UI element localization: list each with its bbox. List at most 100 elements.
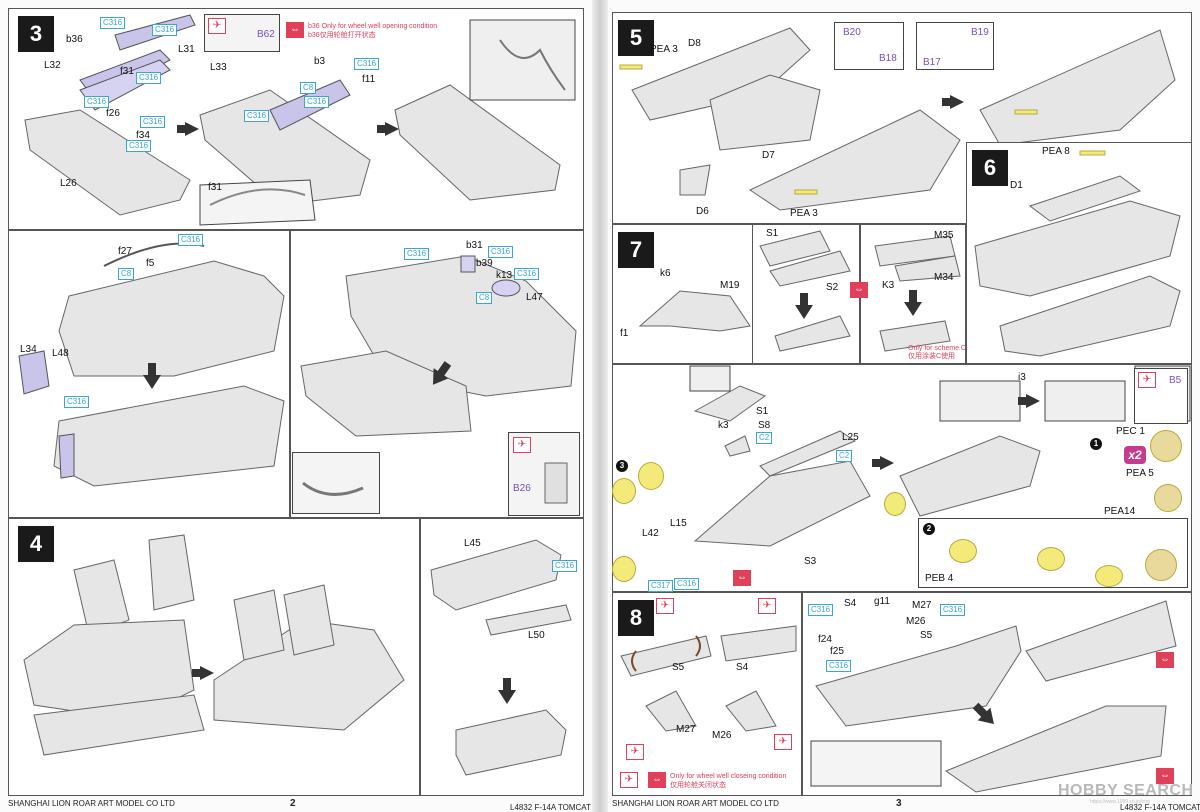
step3-assembly-drawing xyxy=(24,14,576,226)
paint-callout: C316 xyxy=(126,140,152,152)
part-s5: S5 xyxy=(672,662,685,673)
note-cn: b36仅用轮舱打开状态 xyxy=(308,32,376,39)
b26-inset: ✈ B26 xyxy=(508,432,580,516)
part-l42: L42 xyxy=(642,528,659,539)
part-peb4: PEB 4 xyxy=(925,573,954,584)
alternate-icon: ⇔ xyxy=(286,22,304,38)
part-l45: L45 xyxy=(464,538,481,549)
part-s8: S8 xyxy=(758,420,771,431)
flow-arrow xyxy=(942,95,964,109)
b20-inset: B20 B18 xyxy=(834,22,904,70)
step8-drawing xyxy=(620,625,797,732)
part-l34: L34 xyxy=(20,344,37,355)
part-f34: f34 xyxy=(136,130,150,141)
paint-callout: C316 xyxy=(354,58,380,70)
paint-callout: C316 xyxy=(84,96,110,108)
paint-callout: C2 xyxy=(756,432,773,444)
flow-arrow xyxy=(1018,394,1040,408)
paint-callout: C8 xyxy=(476,292,493,304)
part-d7: D7 xyxy=(762,150,775,161)
pe-disc xyxy=(1037,547,1065,571)
part-k3: K3 xyxy=(882,280,895,291)
pe-disc xyxy=(949,539,977,563)
part-l48: L48 xyxy=(52,348,69,359)
paint-callout: C316 xyxy=(488,246,514,258)
pe-disc xyxy=(1154,484,1182,512)
part-f27: f27 xyxy=(118,246,132,257)
paint-callout: C316 xyxy=(826,660,852,672)
paint-callout: C316 xyxy=(136,72,162,84)
page-number: 2 xyxy=(290,798,296,809)
footer-company: SHANGHAI LION ROAR ART MODEL CO LTD xyxy=(8,799,175,808)
footer-company: SHANGHAI LION ROAR ART MODEL CO LTD xyxy=(612,799,779,808)
part-l31: L31 xyxy=(178,44,195,55)
alternate-icon: ⇔ xyxy=(648,772,666,788)
part-pea8: PEA 8 xyxy=(1042,146,1070,157)
part-m19: M19 xyxy=(720,280,740,291)
part-b31: b31 xyxy=(466,240,483,251)
flow-arrow xyxy=(192,666,214,680)
step4b-drawing xyxy=(430,539,572,776)
page-gutter xyxy=(592,0,608,812)
part-f1: f1 xyxy=(620,328,629,339)
note-en: b36 Only for wheel well opening conditio… xyxy=(308,23,438,30)
step8b-drawing xyxy=(810,600,1177,793)
paint-callout: C316 xyxy=(514,268,540,280)
step-number: 5 xyxy=(618,20,654,56)
step-number: 7 xyxy=(618,232,654,268)
paint-callout: C316 xyxy=(808,604,834,616)
part-s5b: S5 xyxy=(920,630,933,641)
step4-drawing xyxy=(23,534,405,756)
step6-drawing xyxy=(974,150,1181,357)
part-l32: L32 xyxy=(44,60,61,71)
step3b-drawing xyxy=(18,242,285,487)
flow-arrow xyxy=(872,456,894,470)
part-m26: M26 xyxy=(712,730,732,741)
paint-callout: C316 xyxy=(140,116,166,128)
decal-icon: ✈ xyxy=(774,734,792,750)
watermark-url: https://www.1999.co.jp/eng xyxy=(1090,799,1150,805)
footer-code: L4832 F-14A TOMCAT xyxy=(510,803,591,812)
part-k13: k13 xyxy=(496,270,513,281)
part-g11: g11 xyxy=(874,596,890,607)
part-m27: M27 xyxy=(676,724,696,735)
paint-callout: C316 xyxy=(178,234,204,246)
part-b3: b3 xyxy=(314,56,326,67)
clear-part-disc xyxy=(884,492,906,516)
pe-disc xyxy=(1095,565,1123,587)
quantity-badge: x2 xyxy=(1124,446,1146,464)
decal-icon: ✈ xyxy=(208,18,226,34)
decal-icon: ✈ xyxy=(513,437,531,453)
step-number: 3 xyxy=(18,16,54,52)
footer-code: L4832 F-14A TOMCAT xyxy=(1120,803,1200,812)
b19-inset: B19 B17 xyxy=(916,22,994,70)
paint-callout: C2 xyxy=(836,450,853,462)
part-b20: B20 xyxy=(843,27,861,38)
part-b19: B19 xyxy=(971,27,989,38)
part-l33: L33 xyxy=(210,62,227,73)
paint-callout: C316 xyxy=(152,24,178,36)
flow-arrow xyxy=(904,290,922,316)
part-f31: f31 xyxy=(120,66,134,77)
substep-3-circle: 3 xyxy=(616,460,628,472)
paint-callout: C316 xyxy=(940,604,966,616)
step5-drawing xyxy=(619,27,1176,211)
paint-callout: C316 xyxy=(304,96,330,108)
step3c-drawing xyxy=(300,255,577,437)
paint-callout: C316 xyxy=(674,578,700,590)
decal-icon: ✈ xyxy=(626,744,644,760)
part-m34: M34 xyxy=(934,272,954,283)
part-f11: f11 xyxy=(362,74,376,85)
clear-part-disc xyxy=(638,462,664,490)
part-pec1: PEC 1 xyxy=(1116,426,1145,437)
part-m35: M35 xyxy=(934,230,954,241)
part-k6: k6 xyxy=(660,268,671,279)
paint-callout: C316 xyxy=(100,17,126,29)
part-k3b: k3 xyxy=(718,420,729,431)
scheme-note-cn: 仅用涂装C使用 xyxy=(908,353,956,360)
part-f31-inset: f31 xyxy=(208,182,222,193)
watermark: HOBBY SEARCH xyxy=(1058,782,1194,799)
part-pea3-bottom: PEA 3 xyxy=(790,208,818,219)
paint-callout: C316 xyxy=(552,560,578,572)
part-b17: B17 xyxy=(923,57,941,68)
